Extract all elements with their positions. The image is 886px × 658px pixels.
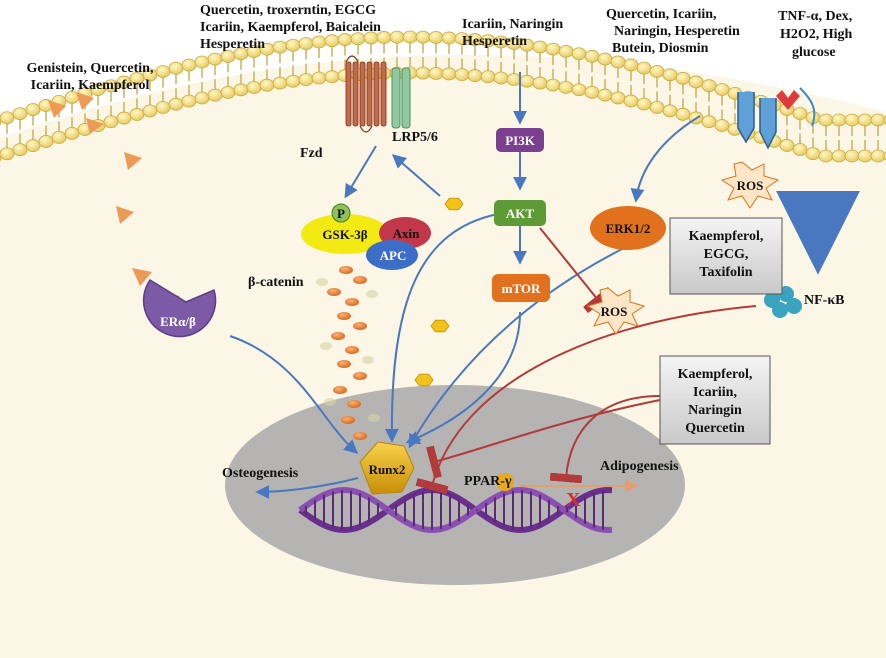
beta-catenin-molecule [337, 360, 351, 368]
svg-text:glucose: glucose [792, 45, 836, 60]
inhibition-lines [415, 227, 783, 494]
label-erk-group: Quercetin, Icariin, Naringin, Hesperetin… [606, 7, 740, 56]
pi3k-node [496, 128, 544, 152]
beta-catenin-label: β-catenin [248, 275, 304, 290]
svg-text:Butein, Diosmin: Butein, Diosmin [612, 41, 709, 56]
beta-catenin-molecule [327, 288, 341, 296]
nfkb-inhibitor-text: Kaempferol, EGCG, Taxifolin [689, 229, 764, 280]
svg-text:Quercetin, troxerntin, EGCG: Quercetin, troxerntin, EGCG [200, 3, 376, 18]
ppar-inhibitor-text: Kaempferol, Icariin, Naringin Quercetin [678, 367, 753, 436]
beta-catenin-molecule [353, 276, 367, 284]
lrp5-6-receptor [391, 67, 411, 129]
fzd-helix [345, 61, 352, 127]
ros-burst-top [720, 161, 780, 209]
beta-catenin-molecule [333, 386, 347, 394]
label-fzd-group: Quercetin, troxerntin, EGCG Icariin, Kae… [200, 3, 381, 52]
svg-text:Icariin, Kaempferol: Icariin, Kaempferol [31, 78, 150, 93]
svg-text:EGCG,: EGCG, [704, 247, 749, 262]
osteogenesis-label: Osteogenesis [222, 466, 299, 481]
gsk-label: GSK-3β [322, 227, 367, 242]
activation-arrows [229, 72, 860, 499]
beta-catenin-molecule [331, 332, 345, 340]
ros-top-label: ROS [737, 178, 764, 193]
beta-catenin-molecule [341, 416, 355, 424]
label-pi3k-group: Icariin, Naringin Hesperetin [462, 17, 563, 49]
label-stressors: TNF-α, Dex, H2O2, High glucose [778, 9, 853, 60]
fzd-helix [359, 61, 366, 127]
dna-helix [298, 486, 613, 534]
adipogenesis-label: Adipogenesis [600, 459, 679, 474]
ppar-inhibitor-box [659, 355, 771, 445]
svg-text:Genistein, Quercetin,: Genistein, Quercetin, [27, 61, 154, 76]
ros-mid-label: ROS [601, 304, 628, 319]
fzd-helix [366, 61, 373, 127]
pi3k-label: PI3K [505, 133, 536, 148]
fzd-helix [373, 61, 380, 127]
svg-text:Icariin,: Icariin, [693, 385, 737, 400]
fzd-receptor [345, 55, 387, 133]
svg-text:Hesperetin: Hesperetin [462, 34, 527, 49]
ros-burst-mid [586, 287, 646, 335]
fzd-helix [352, 61, 359, 127]
ligand-hexagon [430, 319, 450, 333]
ligand-hexagon [414, 373, 434, 387]
svg-text:Icariin, Kaempferol, Baicalein: Icariin, Kaempferol, Baicalein [200, 20, 381, 35]
fzd-helix [380, 61, 387, 127]
svg-text:Taxifolin: Taxifolin [699, 265, 752, 280]
beta-catenin-molecule [337, 312, 351, 320]
svg-text:Kaempferol,: Kaempferol, [689, 229, 764, 244]
ppar-node [496, 473, 514, 491]
runx2-node [359, 441, 415, 495]
runx2-label: Runx2 [369, 462, 406, 477]
erk-node [590, 206, 666, 250]
erk-label: ERK1/2 [606, 221, 651, 236]
ligand-hexagons [414, 197, 464, 387]
er-label: ERα/β [160, 314, 196, 329]
ligand-hexagon [444, 197, 464, 211]
beta-catenin-molecule [345, 298, 359, 306]
nfkb-complex [764, 286, 802, 318]
gsk-complex [301, 203, 431, 270]
svg-text:H2O2, High: H2O2, High [780, 27, 853, 42]
beta-catenin-molecule [339, 266, 353, 274]
mtor-label: mTOR [502, 281, 541, 296]
nfkb-label: NF-κB [804, 293, 844, 308]
beta-catenin-molecule [347, 400, 361, 408]
axin-label: Axin [393, 226, 421, 241]
nfkb-inhibitor-box [669, 217, 783, 295]
er-receptor [142, 278, 217, 338]
svg-text:Naringin, Hesperetin: Naringin, Hesperetin [614, 24, 740, 39]
svg-text:TNF-α, Dex,: TNF-α, Dex, [778, 9, 852, 24]
tnf-receptor [737, 87, 816, 150]
beta-catenin-molecule [353, 322, 367, 330]
svg-text:Icariin, Naringin: Icariin, Naringin [462, 17, 563, 32]
svg-text:Kaempferol,: Kaempferol, [678, 367, 753, 382]
lrp-label: LRP5/6 [392, 130, 438, 145]
svg-text:Quercetin: Quercetin [685, 421, 745, 436]
akt-node [494, 200, 546, 226]
label-top-left: Genistein, Quercetin, Icariin, Kaempfero… [27, 61, 154, 93]
apc-label: APC [380, 248, 407, 263]
svg-text:Hesperetin: Hesperetin [200, 37, 265, 52]
akt-label: AKT [506, 206, 535, 221]
ppar-label: PPAR-γ [464, 474, 512, 489]
beta-catenin-molecule [353, 432, 367, 440]
svg-text:Naringin: Naringin [688, 403, 742, 418]
svg-text:Quercetin, Icariin,: Quercetin, Icariin, [606, 7, 717, 22]
cell-membrane [0, 30, 886, 163]
beta-catenin-molecule [345, 346, 359, 354]
mtor-node [492, 274, 550, 302]
p-label: P [337, 206, 345, 221]
beta-catenin-dots [316, 266, 380, 440]
beta-catenin-molecule [353, 372, 367, 380]
fzd-label: Fzd [300, 146, 323, 161]
block-mark: X [566, 489, 581, 511]
